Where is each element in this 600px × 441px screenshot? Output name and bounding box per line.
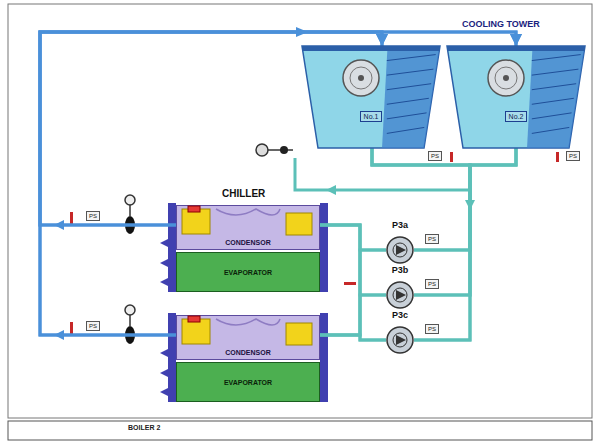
- pipe-connector: [414, 148, 516, 340]
- sensor-tag: PS: [425, 234, 439, 244]
- sensor-stem: [265, 149, 293, 151]
- nozzle: [160, 388, 168, 396]
- sensor-tag: PS: [566, 151, 580, 161]
- pipe-connector: [320, 225, 386, 340]
- node-label: CONDENSOR: [225, 348, 271, 357]
- sensor-tag: PS: [86, 211, 100, 221]
- pipe-connector: [320, 295, 386, 335]
- gauge: [125, 195, 135, 205]
- pipe: [295, 158, 470, 190]
- evaporator-box: EVAPORATOR: [176, 252, 320, 292]
- pipe-connector: [320, 225, 386, 250]
- pump: P3a: [386, 220, 414, 264]
- sensor-tag: PS: [425, 324, 439, 334]
- node-label: No.1: [360, 111, 383, 122]
- evaporator-box: EVAPORATOR: [176, 362, 320, 402]
- pipe-connector: [372, 148, 470, 295]
- node-label: EVAPORATOR: [224, 268, 272, 277]
- section-title: COOLING TOWER: [460, 19, 542, 29]
- flange: [320, 313, 328, 402]
- sensor-tag: PS: [428, 151, 442, 161]
- sensor-tag: PS: [425, 279, 439, 289]
- flange: [168, 203, 176, 292]
- pipe-connector: [320, 250, 386, 335]
- node-label: P3a: [392, 220, 408, 231]
- node-label: CONDENSOR: [225, 238, 271, 247]
- nozzle: [160, 278, 168, 286]
- cooling-tower: No.2: [447, 46, 585, 148]
- frame: [8, 4, 592, 418]
- node-label: No.2: [505, 111, 528, 122]
- sensor-tag: PS: [86, 321, 100, 331]
- condenser-box: CONDENSOR: [176, 315, 320, 360]
- flange: [168, 313, 176, 402]
- red-marker: [450, 152, 453, 162]
- nozzle: [160, 259, 168, 267]
- sensor: [256, 144, 268, 156]
- pipe-connector: [414, 148, 516, 250]
- pipe-connector: [372, 148, 470, 340]
- nozzle: [160, 239, 168, 247]
- pipe-connector: [320, 335, 386, 340]
- node-label: P3c: [392, 310, 408, 321]
- nozzle: [160, 349, 168, 357]
- section-title: CHILLER: [222, 188, 265, 199]
- pump: P3c: [386, 310, 414, 354]
- pump: P3b: [386, 265, 414, 309]
- gauge: [125, 305, 135, 315]
- nozzle: [160, 369, 168, 377]
- flange: [320, 203, 328, 292]
- condenser-box: CONDENSOR: [176, 205, 320, 250]
- pipe-connector: [320, 225, 386, 295]
- pipe-connector: [40, 32, 516, 225]
- panel-title: BOILER 2: [128, 424, 160, 431]
- pipe-connector: [414, 148, 516, 295]
- red-marker: [70, 322, 73, 334]
- red-marker: [70, 212, 73, 224]
- boiler-panel: [8, 421, 592, 440]
- tower-shape: [447, 46, 585, 148]
- flow-arrow: [326, 185, 336, 195]
- node-label: P3b: [392, 265, 409, 276]
- pipe-connector: [40, 32, 516, 335]
- pipe-connector: [372, 148, 470, 250]
- red-marker: [344, 282, 356, 285]
- tower-shape: [302, 46, 440, 148]
- cooling-tower: No.1: [302, 46, 440, 148]
- sensor: [280, 146, 288, 154]
- node-label: EVAPORATOR: [224, 378, 272, 387]
- red-marker: [556, 152, 559, 162]
